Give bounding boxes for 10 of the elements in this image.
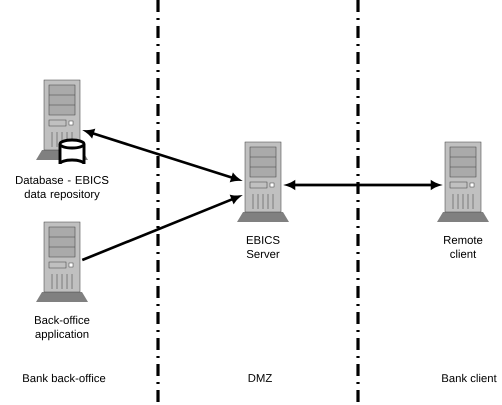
arrow [82,195,240,262]
server-label: Remote client [444,236,482,258]
zone-label: Bank back-office [23,374,106,382]
server-label: Database - EBICS data repository [16,176,108,200]
server-label: EBICS Server [246,236,280,258]
zone-label: Bank client [442,374,497,382]
server-label: Back-office application [35,316,90,340]
zone-label: DMZ [248,374,272,382]
arrow [85,129,240,182]
arrow [286,180,440,190]
